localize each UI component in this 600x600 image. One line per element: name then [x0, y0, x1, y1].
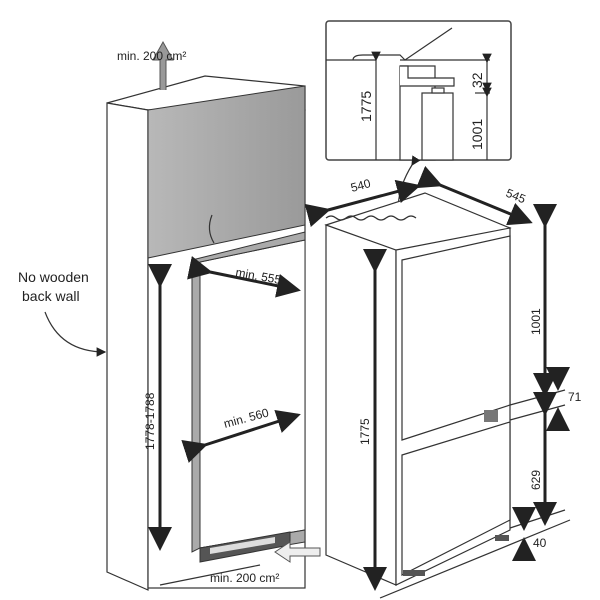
hinge-gap-label: 71	[568, 390, 582, 404]
width-label: 540	[349, 176, 372, 195]
appliance: 540 545 1775 1001 71 629 40	[304, 165, 582, 599]
foot	[495, 535, 509, 541]
appliance-side	[325, 224, 397, 586]
vent-bottom-label: min. 200 cm²	[210, 571, 279, 585]
width-bottom-dimension	[181, 410, 301, 463]
airflow-up-arrow-icon	[152, 40, 174, 90]
no-back-wall-line1: No wooden	[18, 269, 89, 285]
width-top-dimension	[187, 256, 301, 298]
lower-door-label: 629	[529, 470, 543, 490]
inset-hinge-pin	[431, 87, 445, 94]
plinth-vent-slot	[210, 537, 275, 554]
middle-hinge	[484, 410, 498, 422]
inset-lower-height-label: 1001	[469, 119, 485, 150]
inset-gap-label: 32	[469, 72, 485, 88]
housing-cabinet: min. 200 cm² min. 200 cm² No wooden back…	[18, 40, 321, 591]
floor-line	[159, 564, 261, 586]
depth-label: 545	[504, 186, 528, 207]
inset-hinge-lever	[352, 27, 453, 61]
niche-height-label: 1778-1788	[143, 392, 157, 450]
total-height-label: 1775	[358, 418, 372, 445]
bottom-gap-label: 40	[533, 536, 547, 550]
extension-line	[509, 389, 566, 406]
pointer-arrow-icon	[44, 311, 107, 357]
depth-dimension	[416, 165, 533, 226]
cabinet-side-panel	[106, 102, 149, 591]
foot	[403, 570, 425, 576]
upper-height-label: 1001	[529, 308, 543, 335]
detail-inset: 1775 32 1001	[325, 20, 512, 278]
inset-door-edge	[421, 92, 454, 161]
upper-door	[401, 235, 511, 441]
niche-opening	[199, 239, 306, 549]
floor-line	[379, 519, 571, 599]
lower-door	[401, 421, 511, 576]
width-dimension	[304, 179, 421, 228]
door-handle	[208, 214, 215, 244]
airflow-in-arrow-icon	[274, 541, 321, 563]
vent-top-label: min. 200 cm²	[117, 49, 186, 63]
inset-bracket	[400, 65, 455, 87]
inset-total-height-label: 1775	[358, 91, 374, 122]
no-back-wall-line2: back wall	[22, 288, 80, 304]
